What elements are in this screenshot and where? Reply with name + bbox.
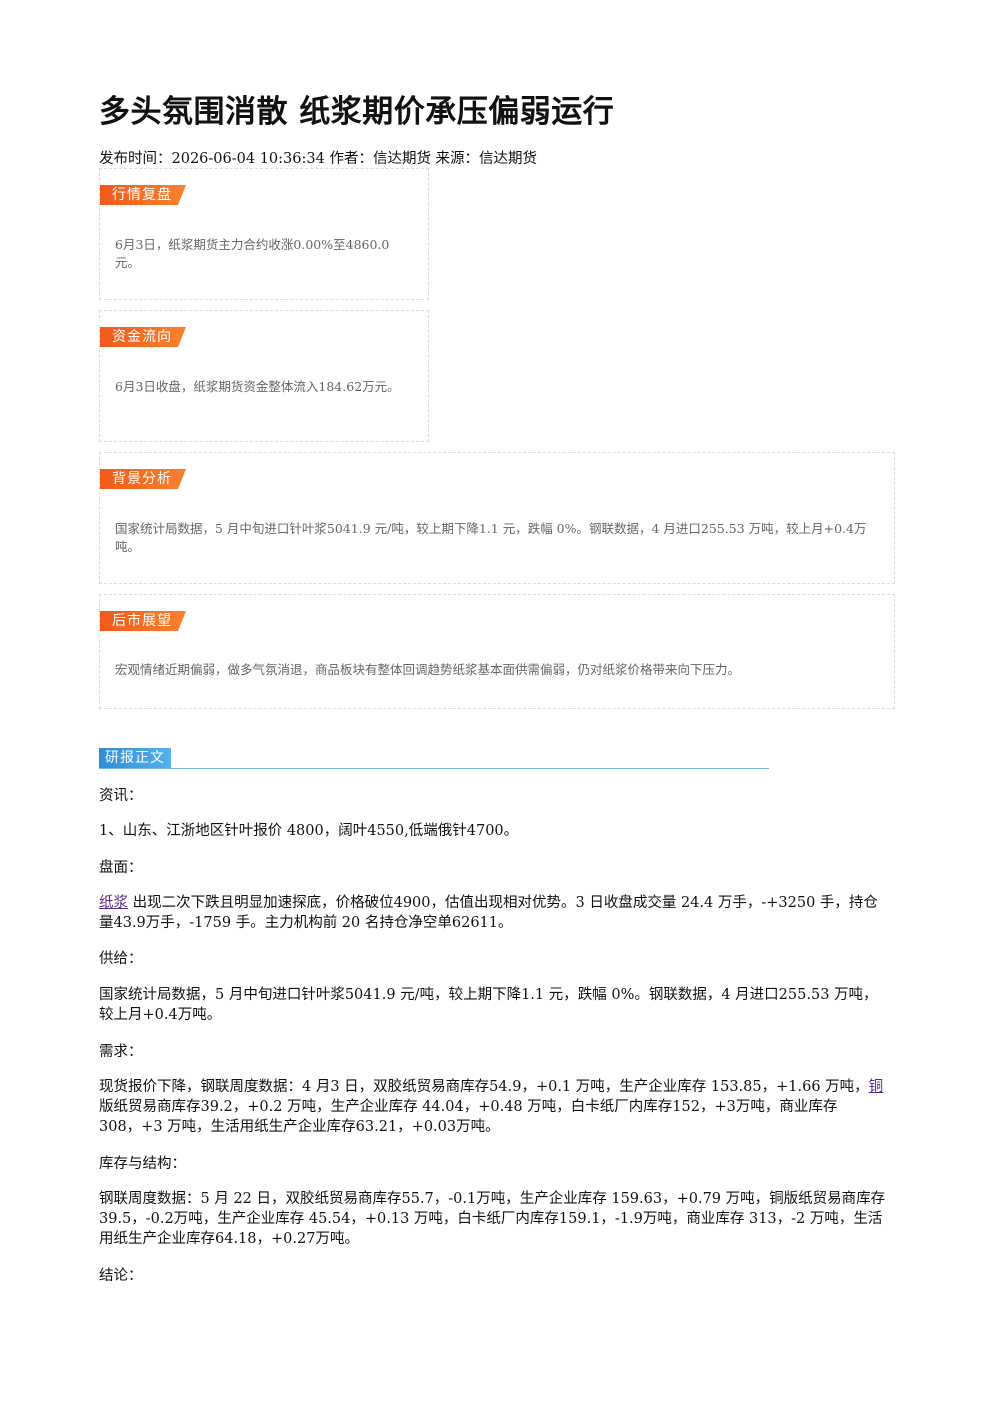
summary-text: 6月3日收盘，纸浆期货资金整体流入184.62万元。 [115, 379, 400, 394]
summary-tag: 后市展望 [100, 611, 186, 631]
section-tag: 研报正文 [99, 748, 171, 768]
summary-box-outlook: 后市展望 宏观情绪近期偏弱，做多气氛消退，商品板块有整体回调趋势纸浆基本面供需偏… [99, 594, 895, 709]
market-label: 盘面： [99, 860, 143, 876]
summary-text: 国家统计局数据，5 月中旬进口针叶浆5041.9 元/吨，较上期下降1.1 元，… [115, 521, 867, 554]
supply-paragraph: 国家统计局数据，5 月中旬进口针叶浆5041.9 元/吨，较上期下降1.1 元，… [99, 987, 878, 1023]
inventory-label: 库存与结构： [99, 1156, 186, 1172]
summary-box-fund-flow: 资金流向 6月3日收盘，纸浆期货资金整体流入184.62万元。 [99, 310, 429, 442]
conclusion-label: 结论： [99, 1268, 143, 1284]
market-text: 出现二次下跌且明显加速探底，价格破位4900，估值出现相对优势。3 日收盘成交量… [99, 895, 878, 931]
supply-label: 供给： [99, 951, 143, 967]
demand-paragraph: 现货报价下降，钢联周度数据：4 月3 日，双胶纸贸易商库存54.9，+0.1 万… [99, 1077, 889, 1137]
pulp-link[interactable]: 纸浆 [99, 895, 128, 911]
summary-text: 宏观情绪近期偏弱，做多气氛消退，商品板块有整体回调趋势纸浆基本面供需偏弱，仍对纸… [115, 662, 741, 677]
news-label: 资讯： [99, 788, 143, 804]
page-title: 多头氛围消散 纸浆期价承压偏弱运行 [99, 94, 615, 130]
summary-text: 6月3日，纸浆期货主力合约收涨0.00%至4860.0元。 [115, 237, 390, 270]
summary-tag: 资金流向 [100, 327, 186, 347]
inventory-paragraph: 钢联周度数据：5 月 22 日，双胶纸贸易商库存55.7，-0.1万吨，生产企业… [99, 1191, 886, 1247]
summary-box-market-review: 行情复盘 6月3日，纸浆期货主力合约收涨0.00%至4860.0元。 [99, 168, 429, 300]
article-meta: 发布时间：2026-06-04 10:36:34 作者：信达期货 来源：信达期货 [99, 151, 538, 167]
summary-tag: 行情复盘 [100, 185, 186, 205]
news-paragraph: 1、山东、江浙地区针叶报价 4800，阔叶4550,低端俄针4700。 [99, 823, 519, 839]
summary-tag: 背景分析 [100, 469, 186, 489]
copper-link[interactable]: 铜 [868, 1079, 884, 1095]
section-divider [99, 768, 769, 769]
report-section-header: 研报正文 [99, 748, 769, 770]
demand-text-b: 版纸贸易商库存39.2，+0.2 万吨，生产企业库存 44.04，+0.48 万… [99, 1099, 838, 1135]
demand-label: 需求： [99, 1044, 143, 1060]
summary-box-background: 背景分析 国家统计局数据，5 月中旬进口针叶浆5041.9 元/吨，较上期下降1… [99, 452, 895, 584]
demand-text-a: 现货报价下降，钢联周度数据：4 月3 日，双胶纸贸易商库存54.9，+0.1 万… [99, 1079, 869, 1095]
market-paragraph: 纸浆 出现二次下跌且明显加速探底，价格破位4900，估值出现相对优势。3 日收盘… [99, 893, 889, 933]
